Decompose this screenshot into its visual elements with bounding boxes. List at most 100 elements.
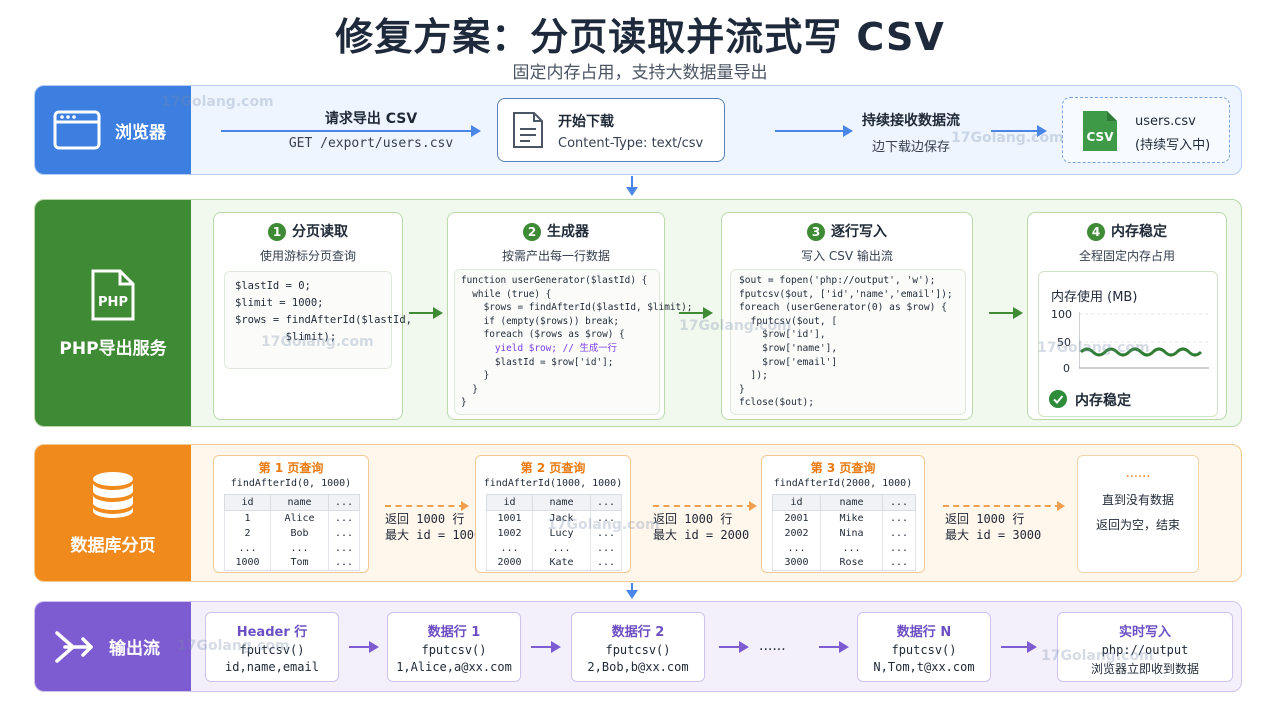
table-cell: ... (590, 555, 622, 571)
code-line: } (739, 383, 745, 395)
table-row: ......... (224, 540, 360, 556)
code-line: fputcsv($out, [ (739, 315, 838, 327)
watermark: 17Golang.com (679, 318, 792, 334)
code-line: while (true) { (461, 288, 552, 300)
end-line-1: 直到没有数据 (1101, 493, 1174, 507)
return-max-id: 最大 id = 3000 (945, 528, 1042, 542)
csv-file-status: (持续写入中) (1135, 138, 1211, 153)
step-desc: 写入 CSV 输出流 (801, 249, 893, 263)
arrow-download (775, 125, 853, 137)
output-card-fn: fputcsv() (891, 643, 957, 657)
column-header: ... (882, 494, 916, 511)
code-line: $lastId = $row['id']; (461, 356, 614, 368)
download-content-type: Content-Type: text/csv (558, 136, 704, 151)
receive-title: 持续接收数据流 (862, 113, 960, 129)
request-export: 请求导出 CSV GET /export/users.csv (251, 108, 491, 151)
return-rows: 返回 1000 行 (385, 512, 465, 526)
database-icon (93, 471, 133, 518)
output-card-value: N,Tom,t@xx.com (873, 660, 975, 674)
browser-side: 浏览器 (35, 86, 191, 174)
output-card-title: 数据行 N (896, 625, 952, 640)
code-line: } (461, 397, 467, 409)
check-circle-icon (1049, 390, 1067, 408)
browser-band: 浏览器 请求导出 CSV GET /export/users.csv 开始下载 … (34, 85, 1242, 175)
code-line: $limit); (235, 331, 337, 343)
query-call: findAfterId(1000, 1000) (483, 478, 623, 489)
code-line: $row['email'] (739, 356, 838, 368)
table-cell: ... (270, 540, 329, 556)
step-title: 内存稳定 (1111, 224, 1167, 240)
table-cell: 2000 (486, 555, 533, 571)
end-of-data-card: ...... 直到没有数据 返回为空，结束 (1077, 455, 1199, 573)
step-number: 3 (807, 223, 825, 241)
page-subtitle: 固定内存占用，支持大数据量导出 (512, 63, 768, 83)
csv-file-icon: CSV (1083, 111, 1117, 151)
code-line: yield $row; // 生成一行 (461, 342, 618, 354)
arrow-receive (991, 125, 1047, 137)
table-cell: Kate (532, 555, 591, 571)
output-card-fn: fputcsv() (239, 643, 305, 657)
stream-arrow-icon (55, 630, 93, 663)
code-line: $rows = findAfterId($lastId, $limit); (461, 302, 693, 314)
page-1-return: 返回 1000 行最大 id = 1000 (385, 511, 481, 543)
table-cell: ... (882, 510, 916, 526)
step-number: 1 (268, 223, 286, 241)
query-title: 第 2 页查询 (520, 461, 586, 475)
query-call: findAfterId(0, 1000) (230, 478, 352, 489)
watermark: 17Golang.com (261, 334, 374, 350)
code-line: ]); (739, 370, 768, 382)
query-call: findAfterId(2000, 1000) (773, 478, 913, 489)
column-header: ... (590, 494, 622, 511)
end-dots: ...... (1125, 466, 1151, 481)
table-cell: ... (882, 540, 916, 556)
arrow-step-2-3 (679, 307, 713, 319)
table-cell: Alice (270, 510, 329, 526)
arrow-step-3-4 (989, 307, 1023, 319)
table-cell: 2 (224, 525, 271, 541)
table-cell: 2001 (772, 510, 821, 526)
table-cell: ... (328, 555, 360, 571)
code-paged-read: $lastId = 0;$limit = 1000;$rows = findAf… (224, 271, 412, 369)
table-cell: ... (224, 540, 271, 556)
output-card-row-n: 数据行 N fputcsv() N,Tom,t@xx.com (857, 612, 991, 682)
page-3-return: 返回 1000 行最大 id = 3000 (945, 511, 1041, 543)
output-card-fn: fputcsv() (605, 643, 671, 657)
step-title: 分页读取 (292, 224, 348, 240)
table-cell: Bob (270, 525, 329, 541)
code-line: fclose($out); (739, 397, 815, 409)
output-card-value: 2,Bob,b@xx.com (587, 660, 689, 674)
table-cell: ... (882, 525, 916, 541)
db-label: 数据库分页 (70, 535, 156, 556)
download-card: 开始下载 Content-Type: text/csv (497, 98, 725, 162)
table-cell: ... (328, 540, 360, 556)
table-cell: ... (820, 540, 883, 556)
table-cell: Mike (820, 510, 883, 526)
table-cell: 1 (224, 510, 271, 526)
column-header: name (820, 494, 883, 511)
watermark: 17Golang.com (177, 638, 290, 654)
output-card-value: 浏览器立即收到数据 (1090, 662, 1199, 676)
code-line: foreach (userGenerator(0) as $row) { (739, 302, 947, 314)
output-card-title: 实时写入 (1118, 625, 1171, 640)
table-cell: ... (590, 510, 622, 526)
output-card-title: Header 行 (236, 625, 308, 640)
arrow-page-1 (385, 501, 469, 511)
output-card-value: 1,Alice,a@xx.com (396, 660, 512, 674)
table-cell: ... (328, 510, 360, 526)
output-card-title: 数据行 2 (611, 625, 665, 640)
table-cell: Rose (820, 555, 883, 571)
watermark: 17Golang.com (547, 517, 660, 533)
code-line: function userGenerator($lastId) { (461, 275, 648, 286)
output-ellipsis: ...... (759, 638, 786, 654)
